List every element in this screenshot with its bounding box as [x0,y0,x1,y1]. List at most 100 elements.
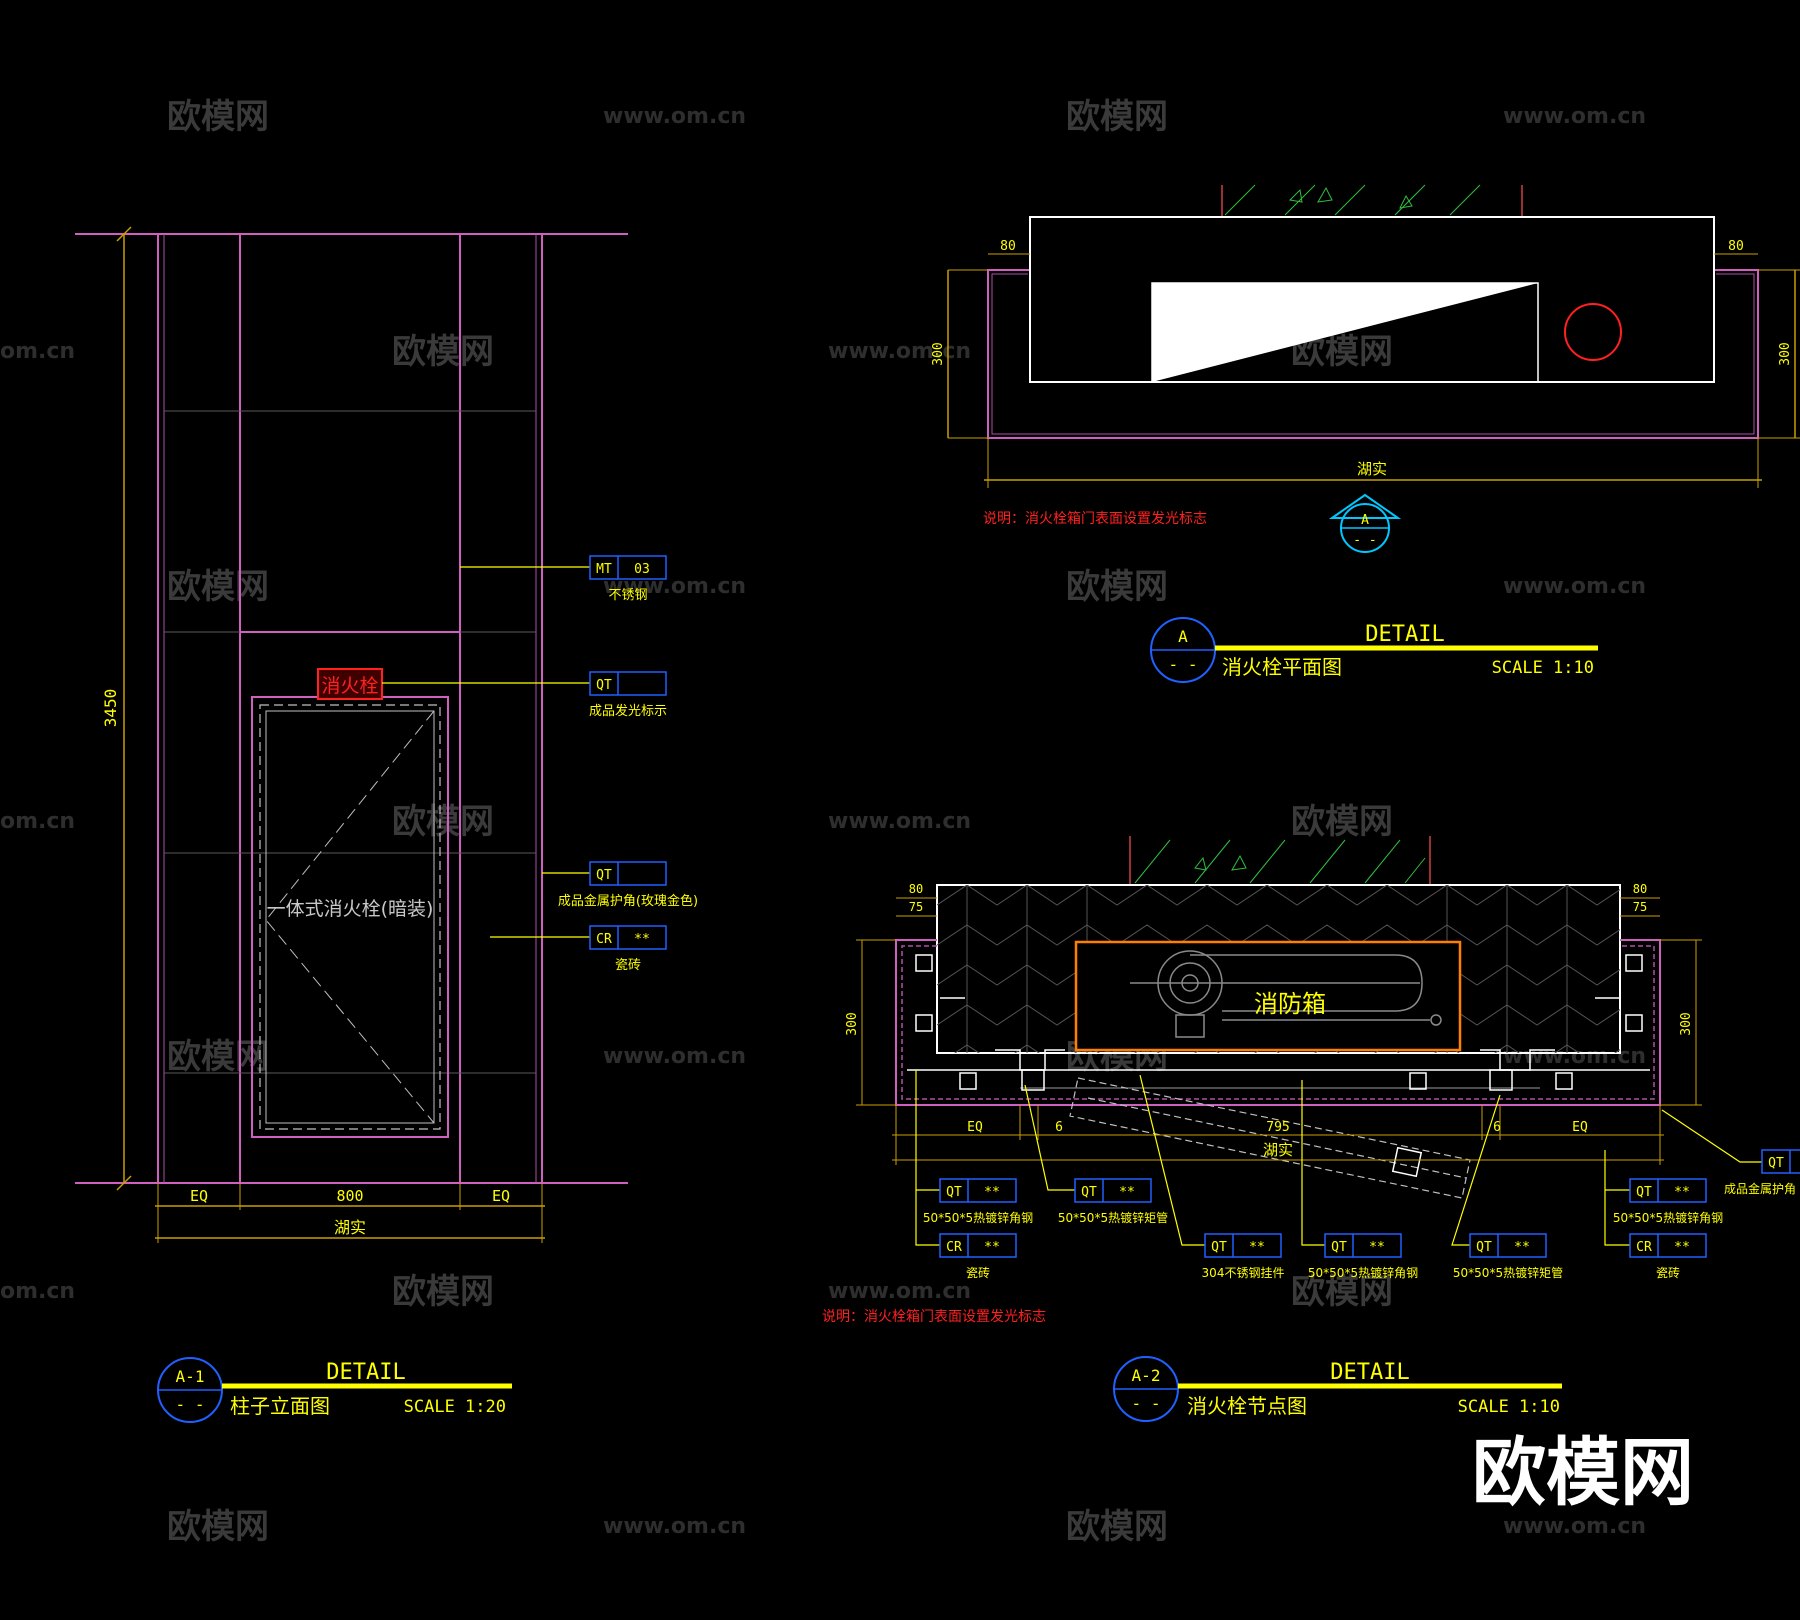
svg-text:QT: QT [946,1185,962,1200]
svg-text:SCALE 1:20: SCALE 1:20 [404,1397,506,1417]
elevation-tag-qt-sign: QT 成品发光标示 [589,671,667,719]
dim-width: 800 [336,1187,363,1205]
node-dim-bottom-0: EQ [967,1120,983,1135]
svg-text:A: A [1178,627,1188,646]
svg-text:MT: MT [596,562,612,577]
watermark-url: www.om.cn [603,1044,746,1069]
svg-text:**: ** [1674,1185,1690,1200]
hydrant-node-detail: 消防箱 [822,836,1800,1422]
svg-text:DETAIL: DETAIL [1365,622,1444,647]
dim-total: 湖实 [334,1218,366,1237]
svg-text:A-1: A-1 [176,1367,205,1386]
svg-text:A: A [1361,513,1369,528]
watermark-brand: 欧模网 [392,802,494,842]
svg-text:QT: QT [596,678,612,693]
title-block-a1: A-1 - - DETAIL 柱子立面图 SCALE 1:20 [157,1357,512,1423]
svg-text:成品发光标示: 成品发光标示 [589,703,667,719]
svg-text:03: 03 [634,562,650,577]
svg-text:瓷砖: 瓷砖 [1656,1265,1680,1280]
svg-text:QT: QT [1476,1240,1492,1255]
watermark-brand: 欧模网 [392,1272,494,1312]
svg-text:DETAIL: DETAIL [326,1360,405,1385]
svg-text:- -: - - [176,1395,205,1414]
svg-text:A-2: A-2 [1132,1366,1161,1385]
svg-text:成品金属护角(玫瑰金色): 成品金属护角(玫瑰金色) [558,893,698,909]
svg-text:**: ** [1249,1240,1265,1255]
section-marker-a: A - - [1328,493,1402,553]
node-tag-qt-corner: QT 成品金属护角 [1724,1149,1800,1196]
node-tag-qt-angle-left: QT ** 50*50*5热镀锌角钢 [923,1178,1033,1225]
node-tag-qt-tube-left: QT ** 50*50*5热镀锌矩管 [1058,1178,1168,1225]
svg-text:消火栓节点图: 消火栓节点图 [1187,1394,1307,1418]
watermark-brand: 欧模网 [167,567,269,607]
watermark-brand: 欧模网 [1066,97,1168,137]
node-dim-bottom-4: EQ [1572,1120,1588,1135]
watermark-url: www.om.cn [1503,1514,1646,1539]
watermark-url: www.om.cn [828,1279,971,1304]
svg-text:柱子立面图: 柱子立面图 [230,1394,330,1418]
hydrant-sign [317,668,383,700]
svg-text:CR: CR [596,932,612,947]
watermark-url: www.om.cn [828,339,971,364]
svg-text:SCALE 1:10: SCALE 1:10 [1492,658,1594,678]
watermark-url: om.cn [0,809,75,834]
svg-text:QT: QT [596,868,612,883]
watermark-url: om.cn [0,1279,75,1304]
plan-dim-right-v: 300 [1778,342,1793,365]
watermark-url: www.om.cn [603,104,746,129]
watermark-url: www.om.cn [1503,104,1646,129]
svg-text:**: ** [1119,1185,1135,1200]
brand-logo: 欧模网 [1472,1430,1694,1516]
node-dim-bottom-1: 6 [1055,1120,1063,1135]
watermark-url: www.om.cn [1503,1044,1646,1069]
svg-text:**: ** [634,932,650,947]
node-dim-bottom-3: 6 [1493,1120,1501,1135]
watermark-brand: 欧模网 [1066,1507,1168,1547]
svg-text:**: ** [984,1185,1000,1200]
svg-text:50*50*5热镀锌角钢: 50*50*5热镀锌角钢 [923,1211,1033,1225]
watermark-url: www.om.cn [603,574,746,599]
svg-text:QT: QT [1768,1156,1784,1171]
elevation-tag-mt03: MT 03 不锈钢 [589,555,667,603]
plan-dim-total: 湖实 [1357,460,1387,478]
svg-text:- -: - - [1132,1394,1161,1413]
svg-text:50*50*5热镀锌矩管: 50*50*5热镀锌矩管 [1453,1265,1563,1280]
svg-text:50*50*5热镀锌角钢: 50*50*5热镀锌角钢 [1613,1211,1723,1225]
svg-text:QT: QT [1331,1240,1347,1255]
node-tag-qt-tube-right: QT ** 50*50*5热镀锌矩管 [1453,1233,1563,1280]
node-dim-top-2: 80 [1633,882,1647,896]
svg-text:**: ** [1369,1240,1385,1255]
svg-text:50*50*5热镀锌角钢: 50*50*5热镀锌角钢 [1308,1266,1418,1280]
elevation-tag-cr-tile: CR ** 瓷砖 [589,925,667,973]
node-dim-top-3: 75 [1633,900,1647,914]
title-block-a2: A-2 - - DETAIL 消火栓节点图 SCALE 1:10 [1113,1356,1562,1422]
hydrant-sign-text: 消火栓 [321,675,378,697]
node-dim-right-v: 300 [1679,1012,1694,1035]
svg-text:- -: - - [1169,655,1198,674]
svg-text:不锈钢: 不锈钢 [608,588,647,603]
column-elevation: 消火栓 一体式消火栓(暗装) 3450 EQ 800 EQ 湖实 MT 03 不… [75,226,698,1423]
node-note: 说明：消火栓箱门表面设置发光标志 [822,1309,1046,1325]
plan-dim-left-small: 80 [1000,239,1016,254]
svg-text:- -: - - [1353,533,1376,548]
watermark-brand: 欧模网 [167,1507,269,1547]
svg-text:**: ** [1514,1240,1530,1255]
watermark-url: om.cn [0,339,75,364]
svg-text:QT: QT [1211,1240,1227,1255]
dim-eq-right: EQ [492,1187,510,1205]
watermark-brand: 欧模网 [167,97,269,137]
svg-text:SCALE 1:10: SCALE 1:10 [1458,1397,1560,1417]
node-dim-top-0: 80 [909,882,923,896]
title-block-a: A - - DETAIL 消火栓平面图 SCALE 1:10 [1150,617,1598,683]
node-tag-qt-angle-mid: QT ** 50*50*5热镀锌角钢 [1308,1233,1418,1280]
node-tag-qt-angle-right: QT ** 50*50*5热镀锌角钢 [1613,1178,1723,1225]
svg-text:消火栓平面图: 消火栓平面图 [1222,655,1342,679]
watermark-url: www.om.cn [603,1514,746,1539]
hydrant-plan: 80 80 300 300 湖实 说明：消火栓箱门表面设置发光标志 A - - [931,184,1800,683]
watermark-layer: 欧模网 www.om.cn 欧模网 www.om.cn om.cn 欧模网 ww… [0,97,1646,1547]
plan-note: 说明：消火栓箱门表面设置发光标志 [983,511,1207,527]
node-tag-qt-hanger: QT ** 304不锈钢挂件 [1202,1233,1284,1280]
node-dim-total: 湖实 [1263,1141,1293,1159]
watermark-brand: 欧模网 [1291,802,1393,842]
node-tag-cr-tile-right: CR ** 瓷砖 [1629,1233,1707,1280]
